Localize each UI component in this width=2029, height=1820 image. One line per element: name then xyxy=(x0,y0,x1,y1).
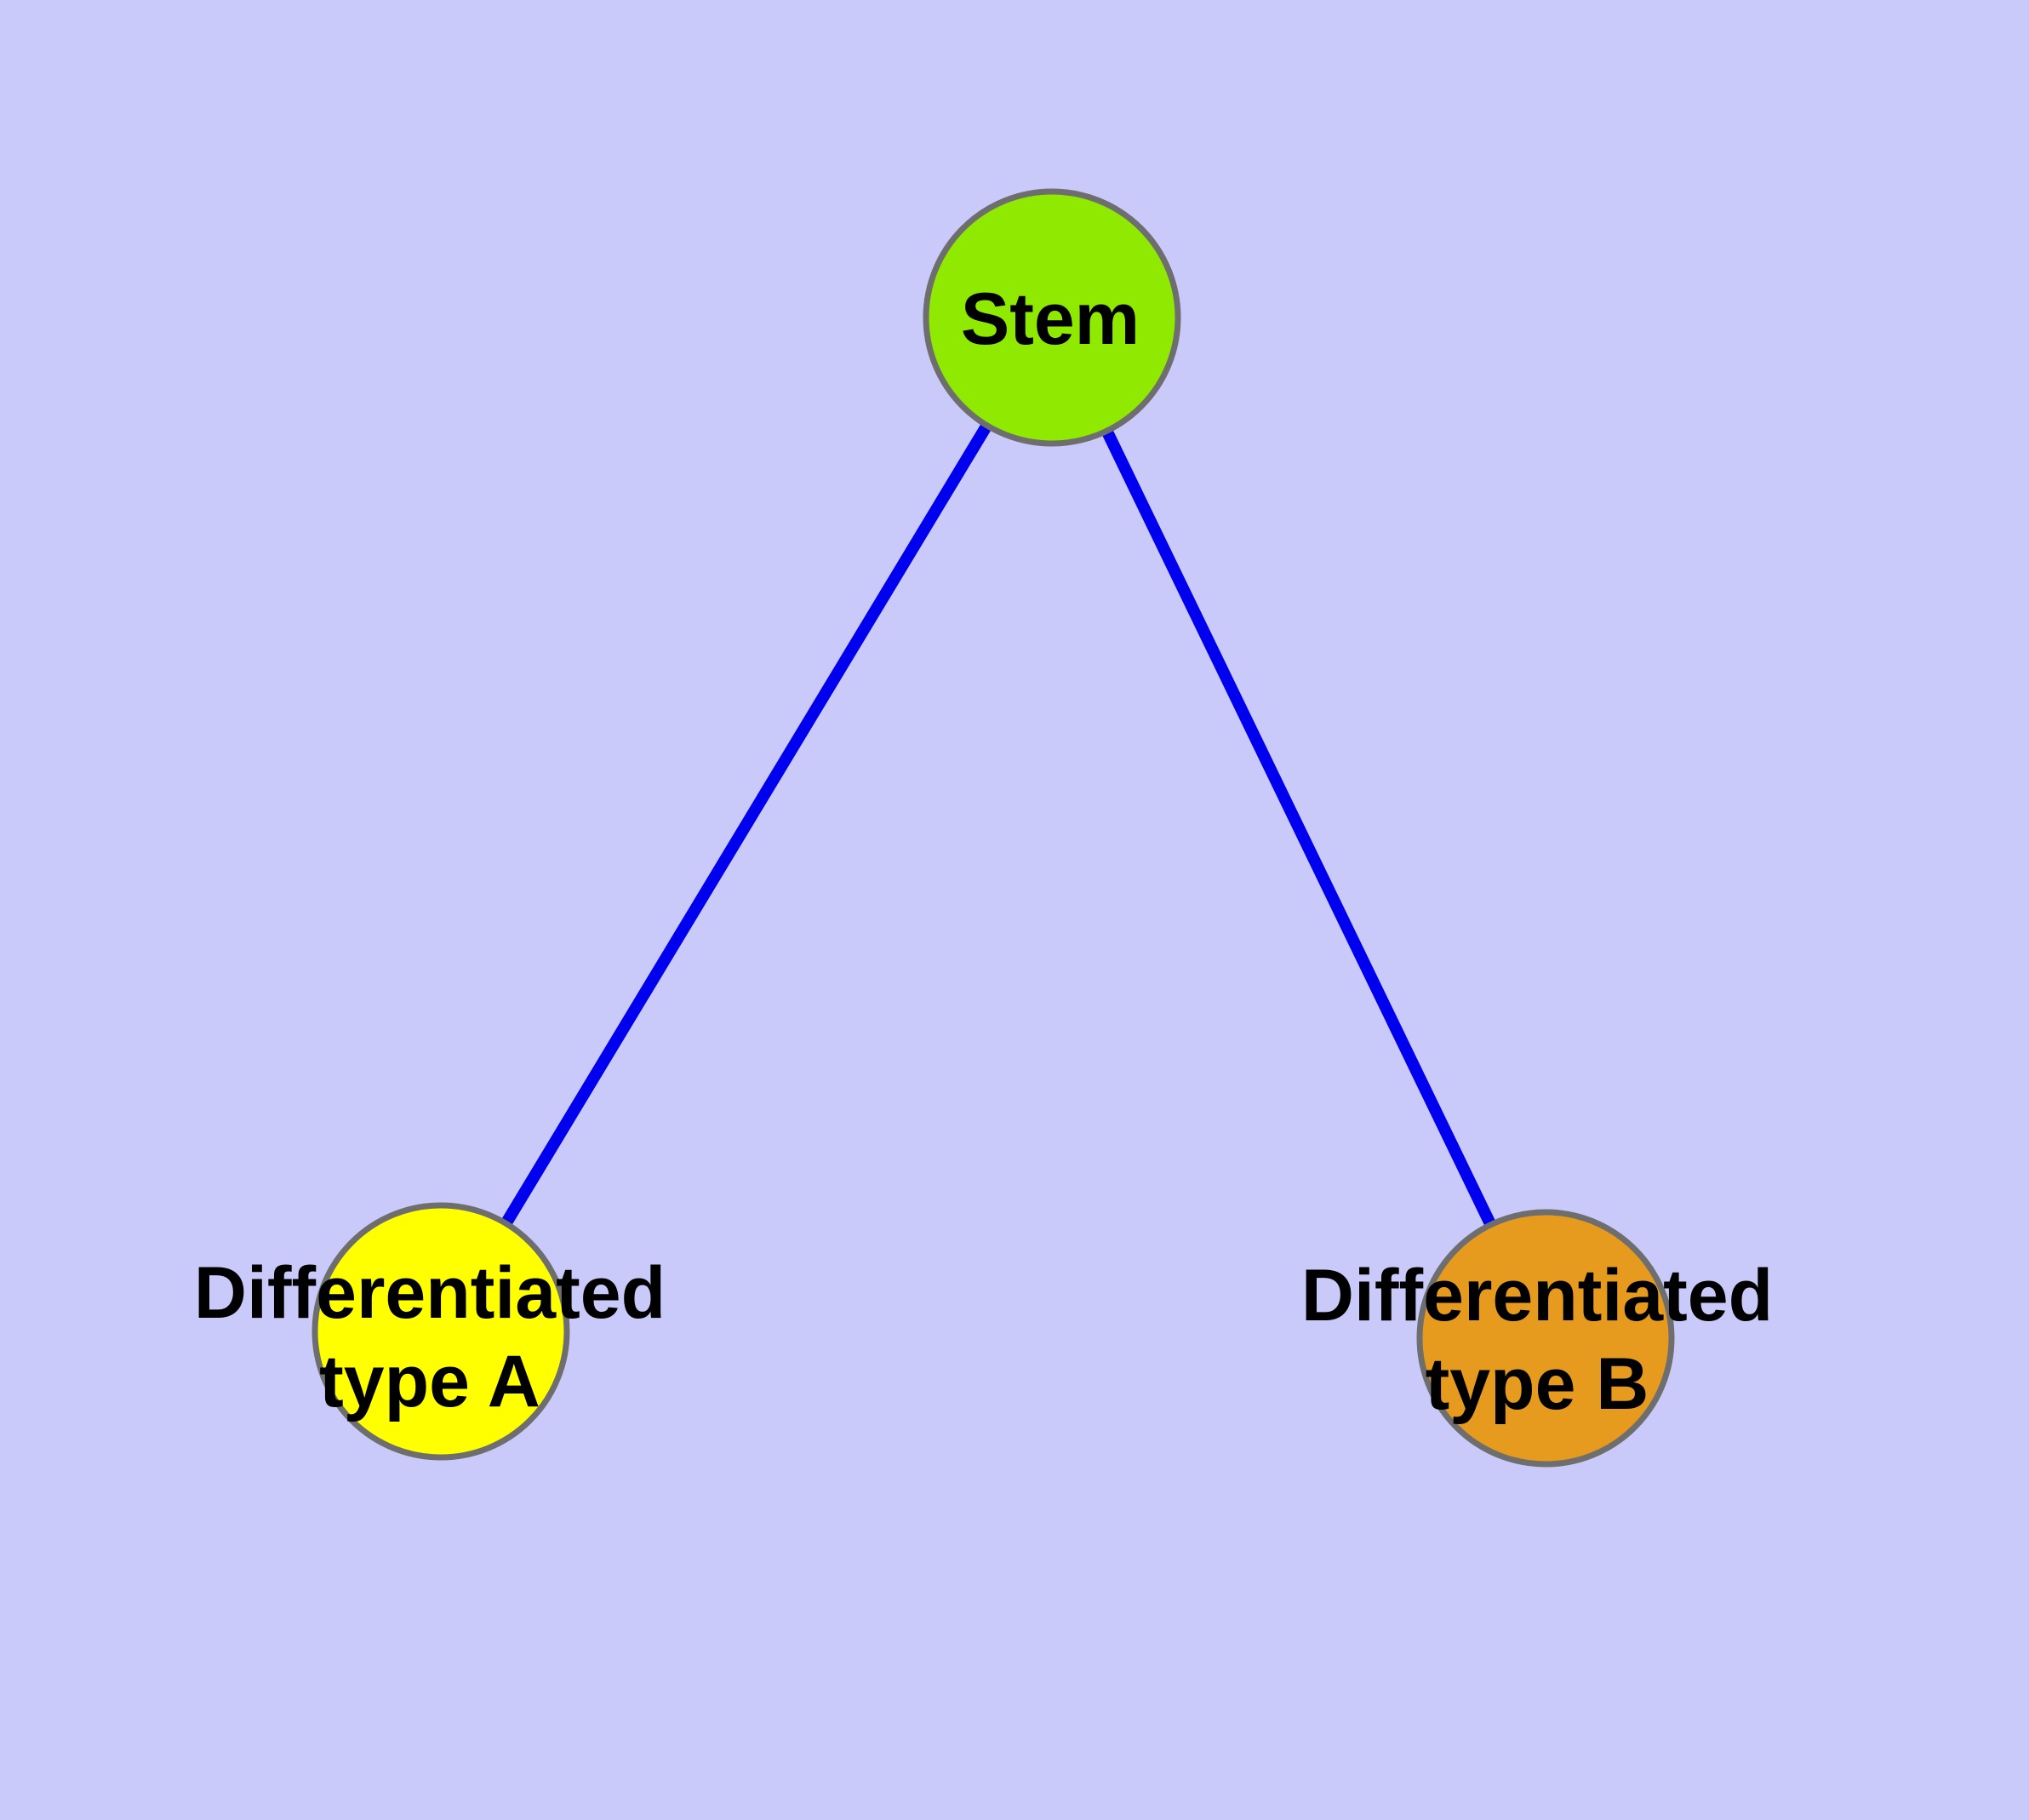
edge-stem-to-type-a xyxy=(436,314,1057,1335)
node-type-b-label-line1: Differentiated xyxy=(1301,1255,1773,1336)
edge-stem-to-type-b xyxy=(1046,314,1552,1342)
node-differentiated-type-b xyxy=(1416,1209,1675,1468)
node-type-a-label-line1: Differentiated xyxy=(194,1252,666,1334)
node-differentiated-type-a xyxy=(311,1202,570,1461)
node-stem xyxy=(923,188,1181,447)
node-type-b-label-line2: type B xyxy=(1426,1343,1649,1425)
node-type-a-label-line2: type A xyxy=(319,1341,540,1422)
node-stem-label: Stem xyxy=(961,278,1140,360)
